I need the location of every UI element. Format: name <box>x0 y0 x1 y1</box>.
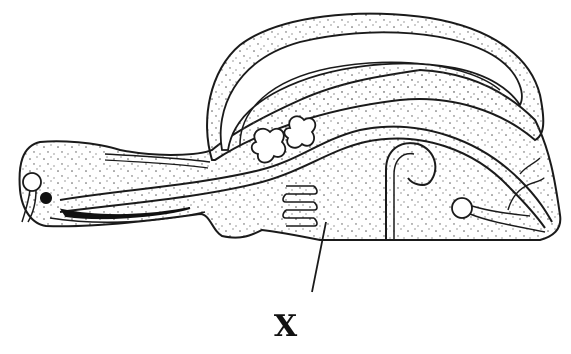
mouth-ring <box>23 173 41 191</box>
tail-circle <box>452 198 472 218</box>
ganglion-right <box>284 116 315 147</box>
diagram-caption: X <box>0 312 571 342</box>
head-dark-spot <box>40 192 52 204</box>
